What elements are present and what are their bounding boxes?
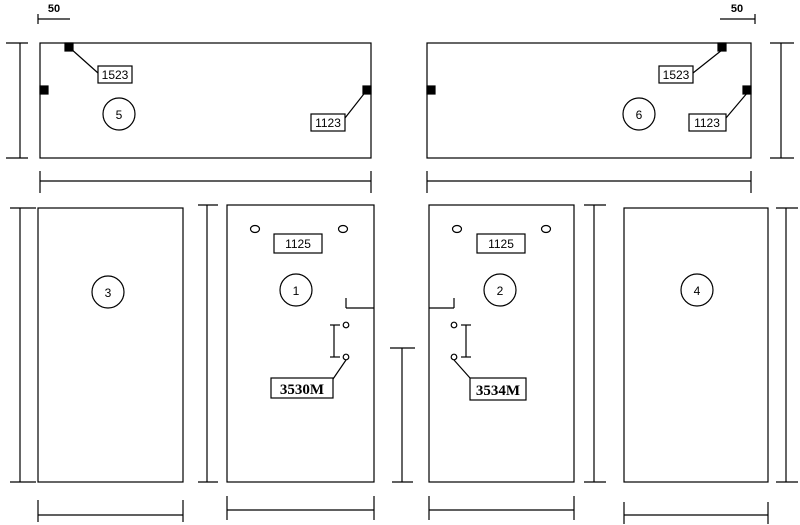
panel-2-number-circle: [483, 273, 517, 307]
panel-2-part-box: [469, 377, 527, 401]
panel-3-number: 3: [105, 286, 112, 300]
panel-6-label-a-box: [658, 65, 694, 84]
hole-marker: [64, 42, 74, 52]
panel-6-outline: [426, 42, 752, 159]
handle-height-dim: [390, 347, 415, 483]
panel-5: [6, 14, 372, 193]
panel-5-label-a-box: [97, 65, 133, 84]
panel-6-label-a: 1523: [663, 68, 690, 82]
panel-6-label-b-box: [688, 113, 727, 132]
panel-2-number: 2: [497, 284, 504, 298]
panel-2: [428, 204, 606, 520]
panel-6-label-b: 1123: [694, 116, 720, 130]
panel-6-number-circle: [622, 97, 656, 131]
panel-5-outline: [39, 42, 372, 159]
offset-label-left: 50: [48, 3, 60, 15]
panel-1-label: 1125: [285, 237, 311, 251]
panel-4-number: 4: [694, 284, 701, 298]
panel-2-part: 3534M: [476, 383, 520, 399]
panel-6: [426, 14, 794, 193]
panel-6-number: 6: [636, 108, 643, 122]
panel-5-number-circle: [102, 97, 136, 131]
handle-hole: [450, 353, 458, 361]
panel-4-number-circle: [680, 273, 714, 307]
hole-marker: [717, 42, 727, 52]
hole-marker: [742, 85, 752, 95]
panel-1-number: 1: [293, 284, 300, 298]
panel-4: [623, 207, 798, 524]
panel-2-outline: [428, 204, 575, 483]
panel-1-part: 3530M: [280, 382, 324, 398]
hole-marker: [362, 85, 372, 95]
panel-4-outline: [623, 207, 769, 483]
panel-1-part-box: [270, 377, 334, 399]
panel-5-number: 5: [116, 108, 123, 122]
panel-5-label-b-box: [310, 113, 346, 132]
panel-1: [198, 204, 375, 520]
panel-2-label: 1125: [488, 237, 514, 251]
hinge-hole: [451, 224, 463, 234]
panel-5-label-a: 1523: [102, 68, 129, 82]
offset-label-right: 50: [731, 3, 743, 15]
handle-hole: [450, 321, 458, 329]
hinge-hole: [337, 224, 349, 234]
panel-3-number-circle: [91, 275, 125, 309]
panel-1-outline: [226, 204, 375, 483]
panel-3: [10, 207, 184, 522]
hole-marker: [426, 85, 436, 95]
hinge-hole: [249, 224, 261, 234]
handle-hole: [342, 353, 350, 361]
panel-3-outline: [37, 207, 184, 483]
panel-1-number-circle: [279, 273, 313, 307]
hinge-hole: [540, 224, 552, 234]
panel-5-label-b: 1123: [315, 116, 341, 130]
panel-2-label-box: [476, 233, 526, 254]
panel-1-label-box: [273, 233, 323, 254]
handle-hole: [342, 321, 350, 329]
hole-marker: [39, 85, 49, 95]
